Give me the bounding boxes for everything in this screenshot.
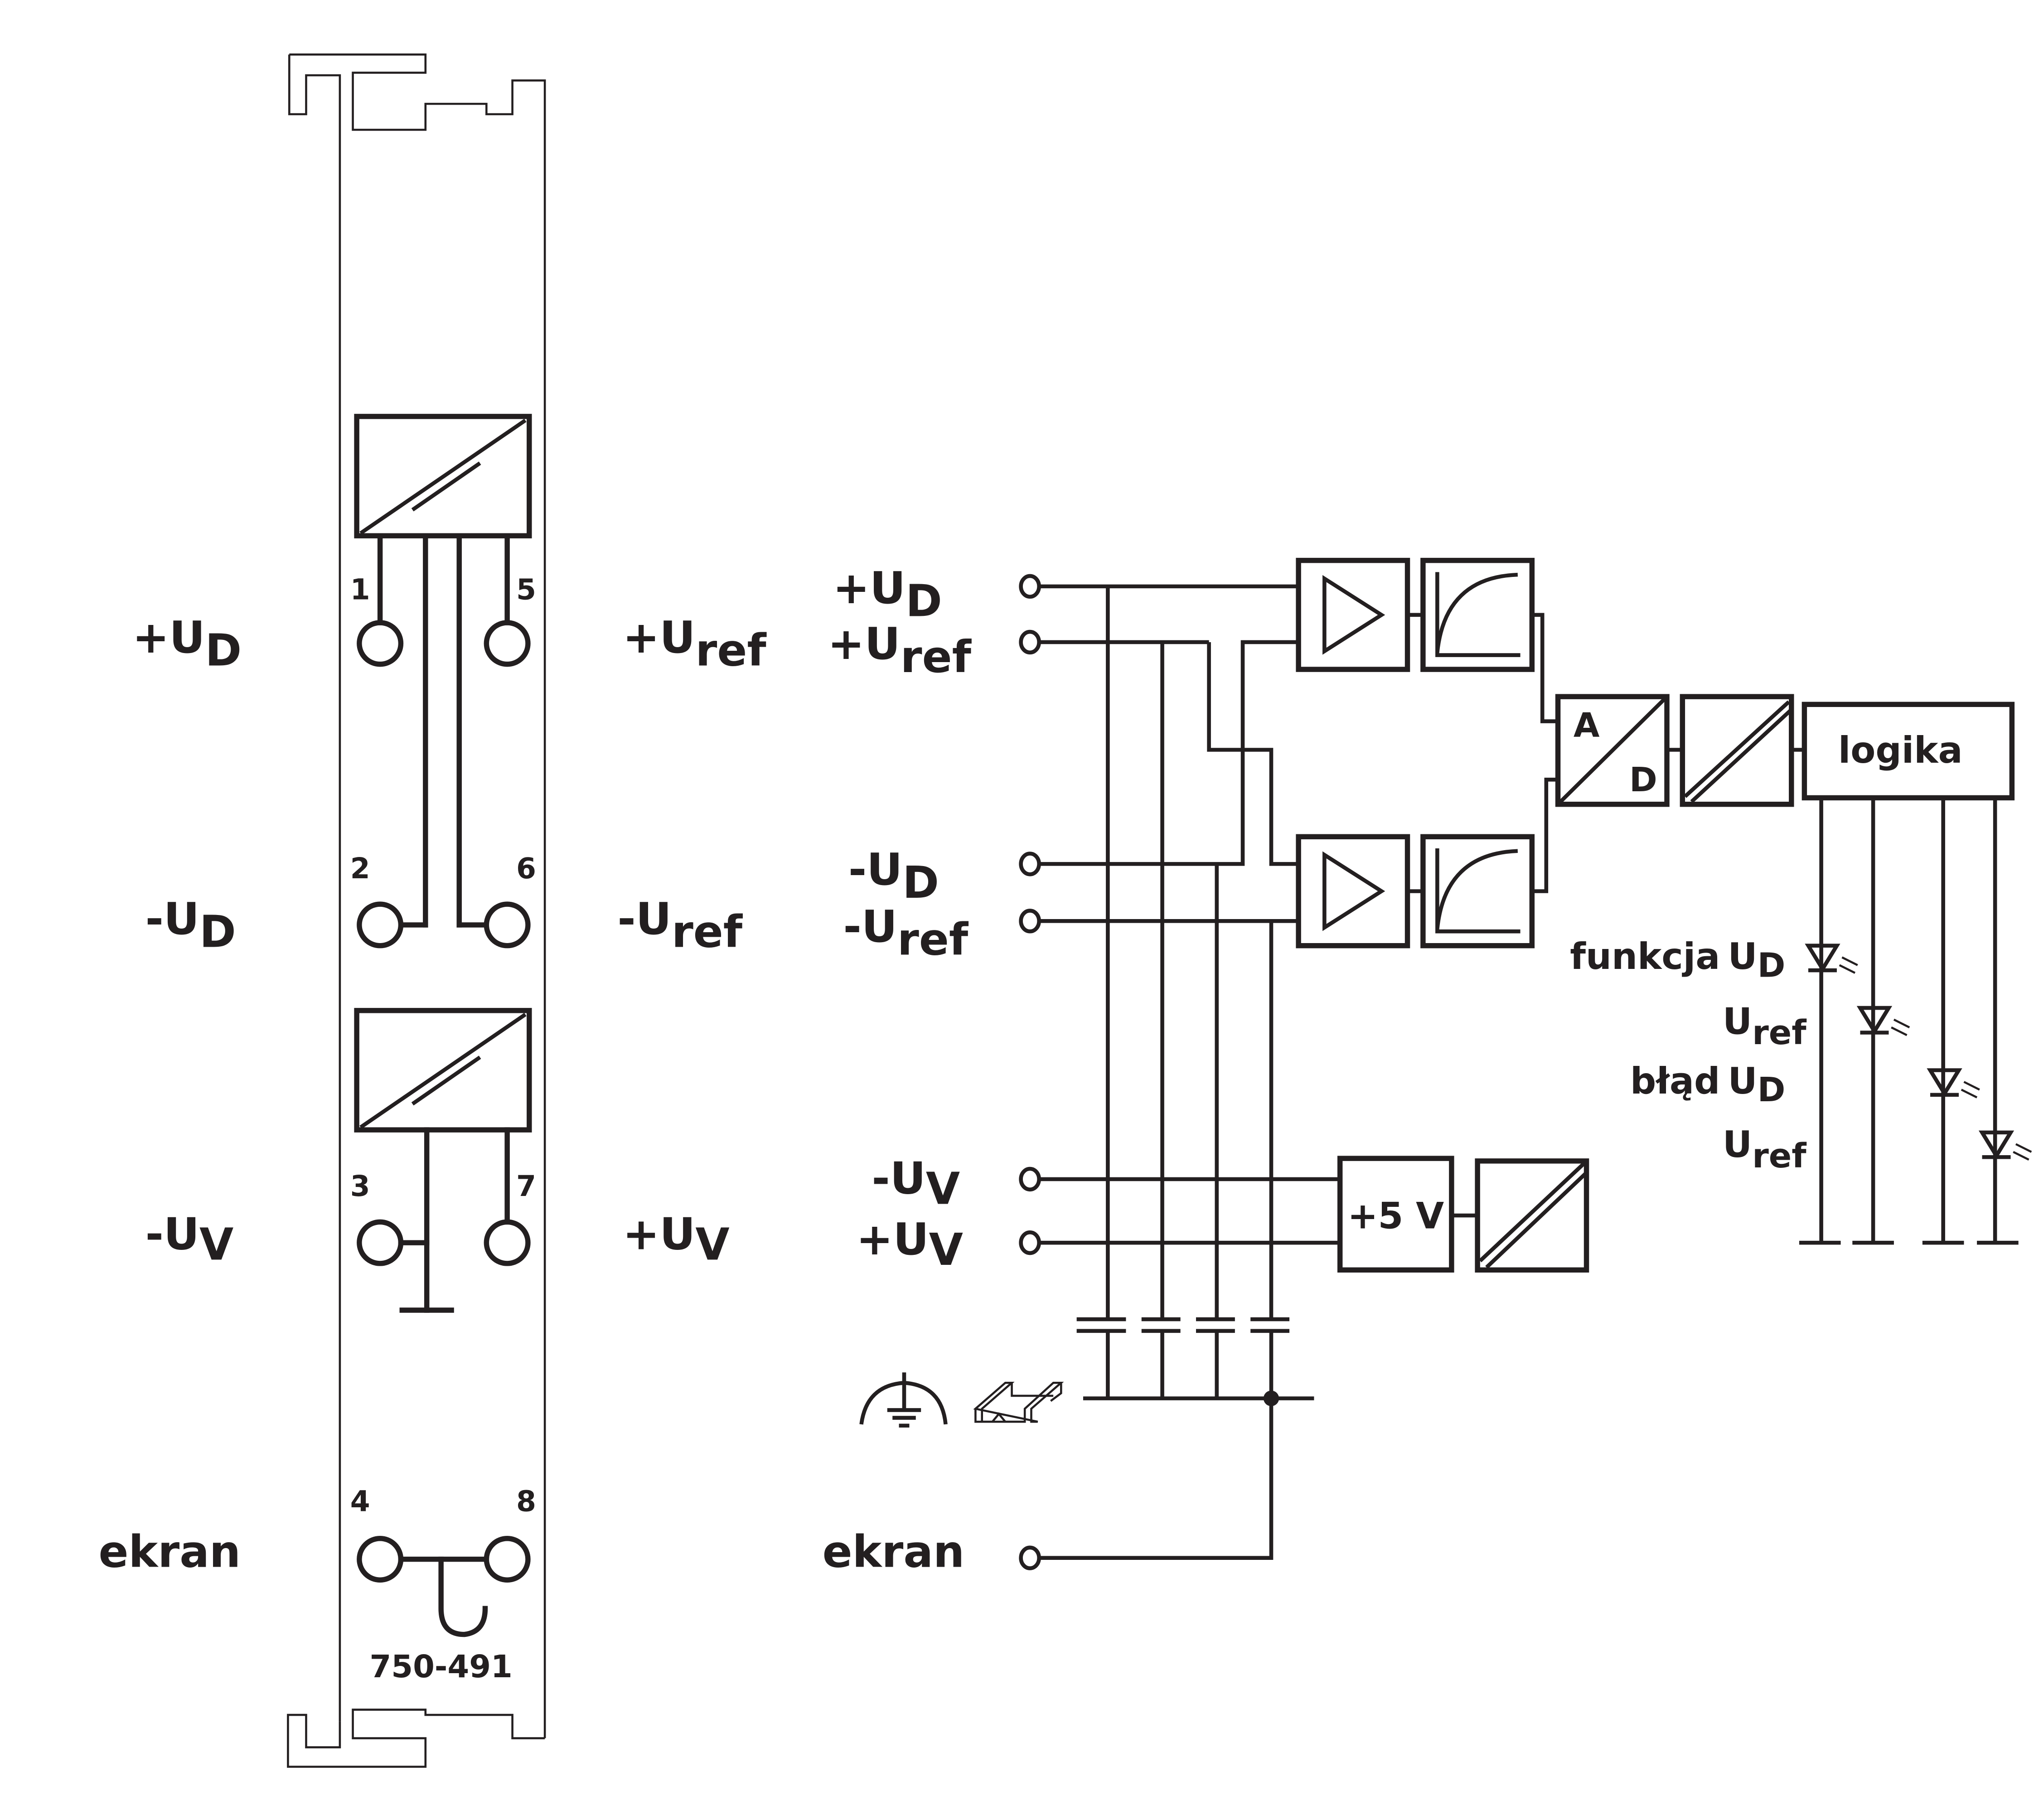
label-minus-ud: -UD xyxy=(145,893,236,958)
svg-text:+UD: +UD xyxy=(833,562,942,627)
isolator-top xyxy=(354,414,532,538)
svg-text:Uref: Uref xyxy=(1723,1000,1807,1052)
isolator-supply xyxy=(1475,1158,1589,1273)
svg-text:-UV: -UV xyxy=(872,1152,960,1214)
part-number: 750-491 xyxy=(370,1649,513,1685)
module-housing xyxy=(287,53,546,1768)
svg-text:UD: UD xyxy=(1728,935,1786,985)
input-terminal-plus-uref[interactable] xyxy=(1019,629,1041,655)
svg-text:+Uref: +Uref xyxy=(623,612,767,676)
terminal-1[interactable] xyxy=(357,620,404,667)
svg-text:funkcja: funkcja xyxy=(1570,935,1720,978)
terminal-number-1: 1 xyxy=(350,573,370,606)
schematic-label-plus-uref: +Uref xyxy=(828,618,972,682)
terminal-8[interactable] xyxy=(484,1536,531,1583)
schematic-label-minus-uv: -UV xyxy=(872,1152,960,1214)
ground-icon xyxy=(859,1372,948,1428)
lowpass-filter-top xyxy=(1420,557,1535,672)
terminal-number-4: 4 xyxy=(350,1485,370,1518)
led-label-error-uref: Uref xyxy=(1723,1123,1807,1176)
junction-dot xyxy=(1263,1390,1279,1406)
svg-text:+Uref: +Uref xyxy=(828,618,972,682)
svg-text:-UD: -UD xyxy=(145,893,236,958)
input-terminal-plus-uv[interactable] xyxy=(1019,1230,1041,1255)
led-label-function-ud: funkcja UD xyxy=(1570,935,1785,985)
schematic-label-minus-uref: -Uref xyxy=(843,901,969,965)
input-terminal-minus-ud[interactable] xyxy=(1019,852,1041,876)
terminal-2[interactable] xyxy=(357,901,404,949)
label-minus-uv: -UV xyxy=(145,1208,234,1270)
ad-converter: A D xyxy=(1555,694,1670,807)
terminal-number-7: 7 xyxy=(516,1170,536,1203)
svg-text:-UD: -UD xyxy=(848,844,939,908)
label-minus-uref: -Uref xyxy=(617,893,743,958)
svg-text:A: A xyxy=(1574,706,1600,745)
terminal-number-8: 8 xyxy=(516,1485,536,1518)
led-label-error-ud: błąd UD xyxy=(1630,1060,1786,1109)
led-icon xyxy=(1856,1006,1910,1036)
isolator-bottom xyxy=(354,1008,532,1133)
svg-text:+5 V: +5 V xyxy=(1347,1195,1444,1237)
amplifier-top xyxy=(1296,557,1410,672)
input-terminal-minus-uref[interactable] xyxy=(1019,909,1041,934)
svg-text:UD: UD xyxy=(1728,1060,1786,1109)
label-plus-uref: +Uref xyxy=(623,612,767,676)
terminal-4[interactable] xyxy=(357,1536,404,1583)
label-plus-ud: +UD xyxy=(132,612,242,676)
svg-text:-Uref: -Uref xyxy=(843,901,969,965)
terminal-number-5: 5 xyxy=(516,573,536,606)
logic-block: logika xyxy=(1802,702,2015,801)
terminal-3[interactable] xyxy=(357,1219,404,1266)
label-plus-uv: +UV xyxy=(623,1208,730,1270)
schematic-label-plus-uv: +UV xyxy=(856,1214,963,1275)
terminal-number-2: 2 xyxy=(350,852,370,885)
terminal-7[interactable] xyxy=(484,1219,531,1266)
schematic-label-ekran: ekran xyxy=(823,1526,965,1578)
schematic-label-plus-ud: +UD xyxy=(833,562,942,627)
capacitor-icon xyxy=(1076,1317,1290,1333)
din-rail-icon xyxy=(973,1381,1064,1423)
supply-block: +5 V xyxy=(1337,1156,1454,1273)
led-label-function-uref: Uref xyxy=(1723,1000,1807,1052)
led-icon xyxy=(1805,944,1858,974)
input-terminal-minus-uv[interactable] xyxy=(1019,1167,1041,1192)
terminal-number-6: 6 xyxy=(516,852,536,885)
terminal-number-3: 3 xyxy=(350,1170,370,1203)
svg-text:D: D xyxy=(1629,760,1657,799)
terminal-5[interactable] xyxy=(484,620,531,667)
svg-text:błąd: błąd xyxy=(1630,1060,1720,1102)
terminal-6[interactable] xyxy=(484,901,531,949)
amplifier-bottom xyxy=(1296,834,1410,949)
lowpass-filter-bottom xyxy=(1420,834,1535,949)
svg-text:+UV: +UV xyxy=(856,1214,963,1275)
svg-text:+UV: +UV xyxy=(623,1208,730,1270)
svg-text:-Uref: -Uref xyxy=(617,893,743,958)
input-terminal-ekran[interactable] xyxy=(1019,1545,1041,1570)
led-icon xyxy=(1978,1130,2032,1161)
schematic-label-minus-ud: -UD xyxy=(848,844,939,908)
svg-text:Uref: Uref xyxy=(1723,1123,1807,1176)
svg-text:+UD: +UD xyxy=(132,612,242,676)
led-icon xyxy=(1927,1068,1980,1099)
svg-text:logika: logika xyxy=(1838,729,1963,771)
svg-text:-UV: -UV xyxy=(145,1208,234,1270)
input-terminal-plus-ud[interactable] xyxy=(1019,574,1041,599)
isolator-signal xyxy=(1680,694,1794,807)
label-ekran: ekran xyxy=(99,1526,241,1578)
